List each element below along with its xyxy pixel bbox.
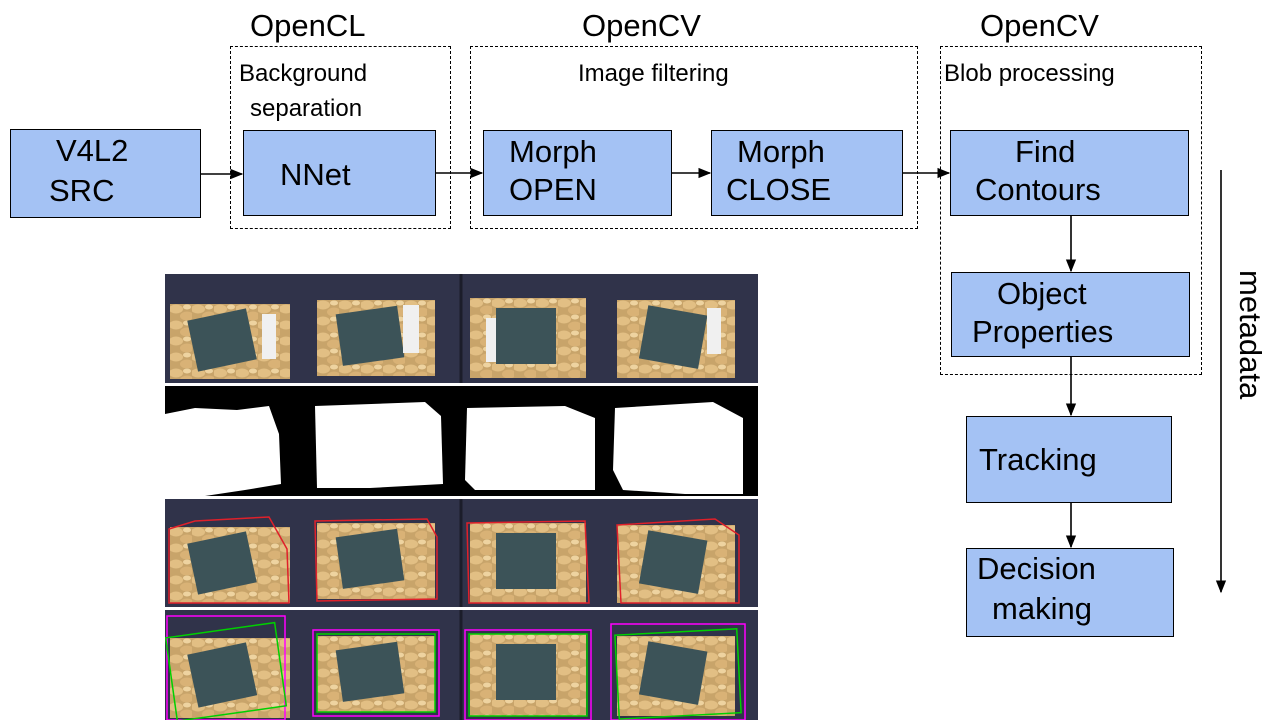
opencv-blob-group-subtitle: Blob processing bbox=[944, 60, 1115, 87]
v4l2-src-line1: V4L2 bbox=[56, 133, 129, 168]
opencl-group-box bbox=[230, 46, 451, 229]
processing-stages-image bbox=[165, 274, 758, 720]
decision-making-line1: Decision bbox=[977, 551, 1096, 586]
opencl-group-title: OpenCL bbox=[250, 8, 366, 43]
tracking-node: Tracking bbox=[966, 416, 1172, 503]
v4l2-src-line2: SRC bbox=[49, 173, 115, 208]
bag bbox=[470, 298, 586, 378]
opencv-blob-group-title: OpenCV bbox=[980, 8, 1099, 43]
mask-blob bbox=[165, 406, 281, 496]
morph-close-node: Morph CLOSE bbox=[711, 130, 903, 216]
object-properties-node: Object Properties bbox=[951, 272, 1190, 357]
object-properties-line1: Object bbox=[997, 276, 1087, 311]
panel-contours bbox=[165, 499, 758, 607]
morph-close-line2: CLOSE bbox=[726, 172, 832, 207]
decision-making-line2: making bbox=[992, 591, 1092, 626]
morph-close-line1: Morph bbox=[737, 134, 825, 169]
panel-mask bbox=[165, 386, 758, 496]
opencv-filter-group-box bbox=[470, 46, 918, 229]
find-contours-line1: Find bbox=[1015, 134, 1076, 169]
mask-blob bbox=[465, 406, 595, 490]
morph-open-line1: Morph bbox=[509, 134, 597, 169]
mask-blob bbox=[613, 402, 743, 494]
tracking-line1: Tracking bbox=[979, 442, 1097, 477]
opencl-group-subtitle-line2: separation bbox=[250, 95, 363, 122]
object-properties-line2: Properties bbox=[972, 314, 1114, 349]
decision-making-node: Decision making bbox=[966, 548, 1174, 637]
morph-open-line2: OPEN bbox=[509, 172, 597, 207]
find-contours-node: Find Contours bbox=[950, 130, 1189, 216]
mask-blob bbox=[315, 402, 443, 488]
find-contours-line2: Contours bbox=[975, 172, 1101, 207]
bag bbox=[617, 300, 735, 378]
metadata-label: metadata bbox=[1233, 270, 1266, 400]
bag bbox=[170, 304, 290, 379]
panel-bounding-boxes bbox=[165, 610, 758, 720]
panel-input bbox=[165, 274, 758, 383]
stages-photo-svg bbox=[165, 274, 758, 720]
nnet-line1: NNet bbox=[280, 157, 351, 192]
bag bbox=[317, 300, 435, 376]
nnet-node: NNet bbox=[243, 130, 436, 216]
v4l2-src-node: V4L2 SRC bbox=[10, 129, 201, 218]
opencl-group-subtitle-line1: Background bbox=[239, 60, 368, 87]
opencv-filter-group-subtitle: Image filtering bbox=[578, 60, 729, 87]
opencv-filter-group-title: OpenCV bbox=[582, 8, 701, 43]
morph-open-node: Morph OPEN bbox=[483, 130, 672, 216]
